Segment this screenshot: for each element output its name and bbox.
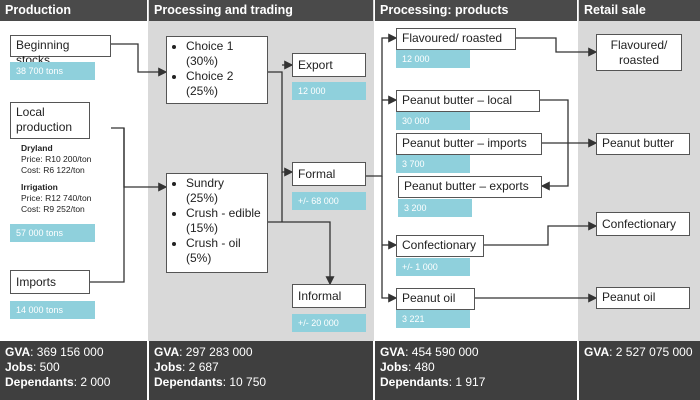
retail-gva: GVA: 2 527 075 000	[584, 345, 693, 359]
formal-tag: +/- 68 000	[292, 192, 366, 210]
peanut-butter-exports-tag: 3 200	[398, 199, 472, 217]
local-production-box: Local production	[10, 102, 90, 139]
crush-edible-item: Crush - edible(15%)	[186, 206, 262, 236]
dryland-cost: Cost: R6 122/ton	[21, 165, 85, 175]
trading-jobs: Jobs: 2 687	[154, 360, 219, 374]
peanut-butter-local-box: Peanut butter – local	[396, 90, 540, 112]
peanut-butter-exports-box: Peanut butter – exports	[398, 176, 542, 198]
production-dependants: Dependants: 2 000	[5, 375, 111, 389]
confectionary-tag: +/- 1 000	[396, 258, 470, 276]
beginning-stocks-box: Beginning stocks	[10, 35, 111, 67]
irrigation-cost: Cost: R9 252/ton	[21, 204, 85, 214]
peanut-butter-local-tag: 30 000	[396, 112, 470, 130]
sundry-item: Sundry(25%)	[186, 176, 262, 206]
choice-2-item: Choice 2(25%)	[186, 69, 262, 99]
peanut-oil-tag: 3 221	[396, 310, 470, 328]
retail-flavoured-roasted-box: Flavoured/ roasted	[596, 34, 682, 71]
export-box: Export	[292, 53, 366, 77]
choice-box: Choice 1(30%) Choice 2(25%)	[166, 36, 268, 104]
retail-confectionary-box: Confectionary	[596, 212, 690, 236]
trading-gva: GVA: 297 283 000	[154, 345, 253, 359]
products-dependants: Dependants: 1 917	[380, 375, 486, 389]
footer-retail: GVA: 2 527 075 000	[579, 341, 700, 400]
formal-box: Formal	[292, 162, 366, 186]
informal-box: Informal	[292, 284, 366, 308]
production-jobs: Jobs: 500	[5, 360, 60, 374]
products-jobs: Jobs: 480	[380, 360, 435, 374]
flavoured-roasted-box: Flavoured/ roasted	[396, 28, 516, 50]
dryland-title: Dryland	[21, 143, 53, 153]
retail-peanut-oil-box: Peanut oil	[596, 287, 690, 309]
sundry-box: Sundry(25%) Crush - edible(15%) Crush - …	[166, 173, 268, 273]
production-gva: GVA: 369 156 000	[5, 345, 104, 359]
trading-dependants: Dependants: 10 750	[154, 375, 267, 389]
peanut-butter-imports-box: Peanut butter – imports	[396, 133, 542, 155]
confectionary-box: Confectionary	[396, 235, 484, 257]
imports-tag: 14 000 tons	[10, 301, 95, 319]
products-gva: GVA: 454 590 000	[380, 345, 479, 359]
export-tag: 12 000	[292, 82, 366, 100]
irrigation-info: Irrigation Price: R12 740/ton Cost: R9 2…	[21, 182, 91, 215]
beginning-stocks-tag: 38 700 tons	[10, 62, 95, 80]
peanut-oil-box: Peanut oil	[396, 288, 475, 310]
choice-1-item: Choice 1(30%)	[186, 39, 262, 69]
header-processing-products: Processing: products	[375, 0, 577, 21]
dryland-price: Price: R10 200/ton	[21, 154, 92, 164]
local-production-tag: 57 000 tons	[10, 224, 95, 242]
header-retail-sale: Retail sale	[579, 0, 700, 21]
flavoured-roasted-tag: 12 000	[396, 50, 470, 68]
peanut-butter-imports-tag: 3 700	[396, 155, 470, 173]
crush-oil-item: Crush - oil(5%)	[186, 236, 262, 266]
irrigation-title: Irrigation	[21, 182, 58, 192]
irrigation-price: Price: R12 740/ton	[21, 193, 92, 203]
retail-peanut-butter-box: Peanut butter	[596, 133, 690, 155]
informal-tag: +/- 20 000	[292, 314, 366, 332]
imports-box: Imports	[10, 270, 90, 294]
header-processing-trading: Processing and trading	[149, 0, 373, 21]
footer-products: GVA: 454 590 000 Jobs: 480 Dependants: 1…	[375, 341, 577, 400]
local-production-label: Local production	[16, 105, 73, 134]
dryland-info: Dryland Price: R10 200/ton Cost: R6 122/…	[21, 143, 91, 176]
footer-production: GVA: 369 156 000 Jobs: 500 Dependants: 2…	[0, 341, 147, 400]
header-production: Production	[0, 0, 147, 21]
footer-trading: GVA: 297 283 000 Jobs: 2 687 Dependants:…	[149, 341, 373, 400]
